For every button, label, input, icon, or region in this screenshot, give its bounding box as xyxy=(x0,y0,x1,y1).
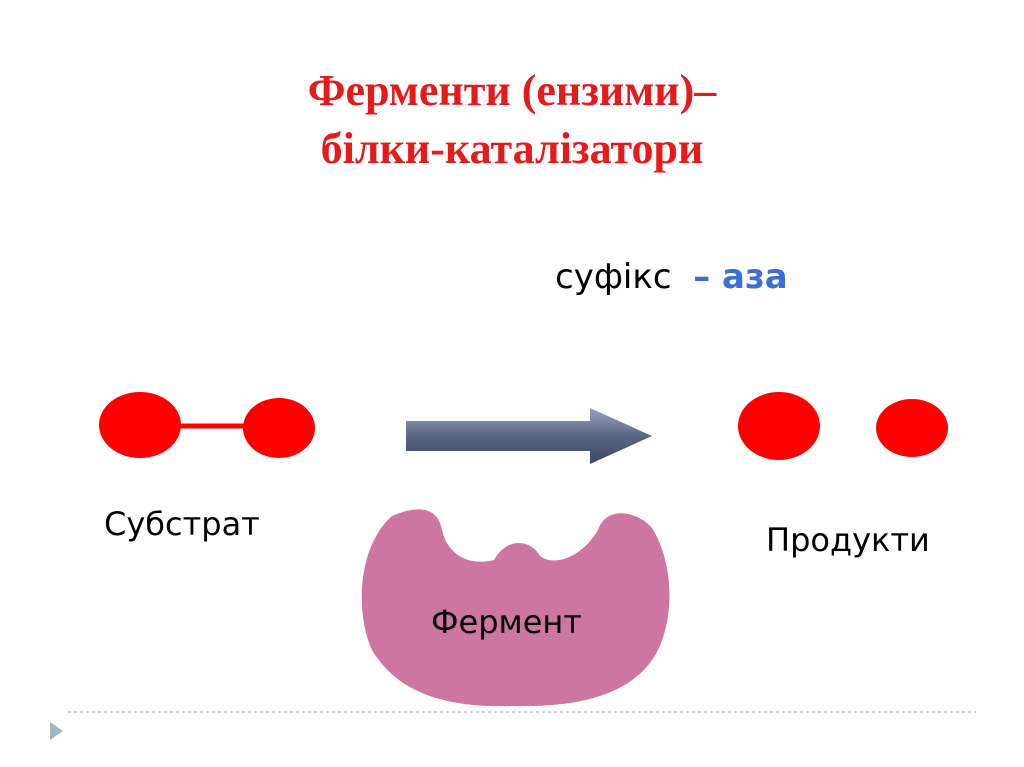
suffix-note: суфікс – аза xyxy=(555,254,788,300)
suffix-accent: – аза xyxy=(693,257,788,297)
substrate-molecule xyxy=(99,392,315,458)
reaction-arrow xyxy=(406,408,652,464)
title-line-1: Ферменти (ензими)– xyxy=(307,66,717,115)
title-line-2: білки-каталізатори xyxy=(320,124,704,173)
substrate-atom-right xyxy=(243,398,315,458)
suffix-word: суфікс xyxy=(555,257,672,297)
footer-triangle-icon xyxy=(50,722,63,740)
substrate-atom-left xyxy=(99,392,181,458)
product-molecules xyxy=(738,392,948,460)
products-label: Продукти xyxy=(766,521,930,559)
enzyme-label: Фермент xyxy=(431,603,582,641)
enzyme-shape xyxy=(361,509,670,707)
slide-title: Ферменти (ензими)– білки-каталізатори xyxy=(0,62,1024,178)
product-atom-left xyxy=(738,392,820,460)
product-atom-right xyxy=(876,399,948,457)
substrate-label: Субстрат xyxy=(104,505,260,543)
